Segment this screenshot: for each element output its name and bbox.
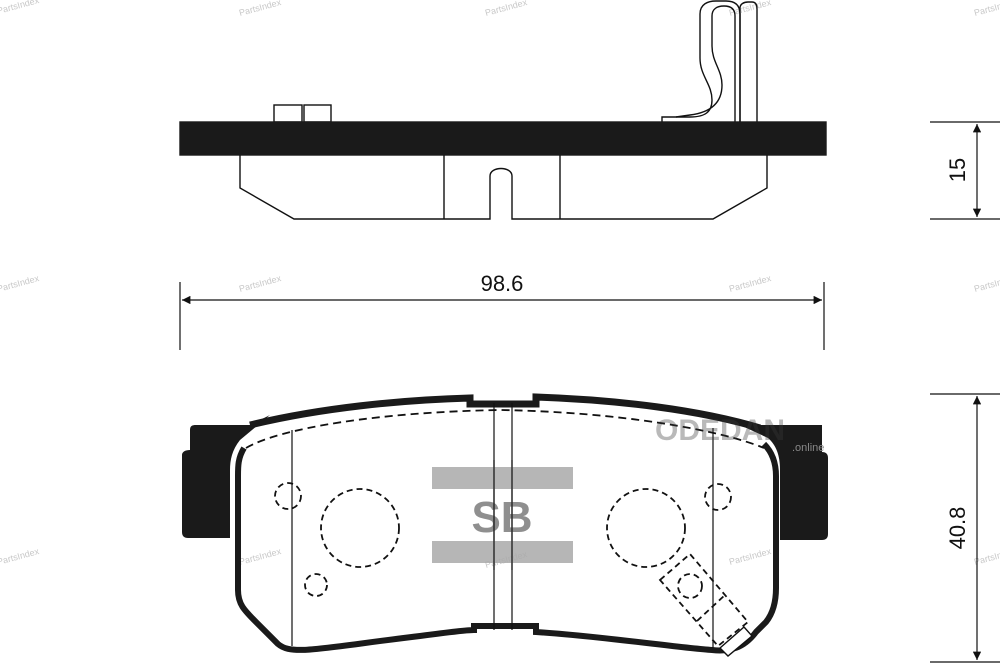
backing-ear-right [740,425,828,540]
spring-clip-icon [661,0,758,122]
dimension-height-label: 40.8 [945,507,970,550]
wear-line [245,409,765,449]
dimension-thickness-label: 15 [945,158,970,182]
dimension-thickness [930,121,1000,220]
tab [303,104,332,123]
wear-sensor-tab [718,626,754,657]
side-view [179,0,827,220]
pin-hole-icon [677,573,703,599]
overlay-sub-text: .online [792,442,824,454]
wear-sensor-outline [658,552,750,648]
pad-outline-top [249,393,762,432]
friction-material [239,155,768,220]
watermark: PartsIndex [0,273,41,294]
watermark: PartsIndex [973,273,1000,294]
dimension-height [930,393,1000,663]
piston-circle-icon [606,488,686,568]
logo-text: SB [471,493,532,542]
watermark: PartsIndex [238,273,283,294]
overlay-watermark: ODEDAN .online [655,414,824,454]
watermark: PartsIndex [0,546,41,567]
watermark: PartsIndex [728,546,773,567]
overlay-brand-text: ODEDAN [655,414,785,447]
watermark: PartsIndex [973,0,1000,18]
watermark: PartsIndex [238,546,283,567]
piston-circle-icon [320,488,400,568]
front-view [182,393,828,657]
logo-bar-bottom [432,541,573,563]
watermark: PartsIndex [484,0,529,18]
pad-outline-body [235,441,779,654]
watermark: PartsIndex [728,273,773,294]
pin-hole-icon [304,573,328,597]
pin-hole-icon [274,482,302,510]
dimension-width-label: 98.6 [481,271,524,296]
watermark: PartsIndex [238,0,283,18]
watermark: PartsIndex [0,0,41,16]
sb-logo: SB [432,460,573,570]
pin-hole-icon [704,483,732,511]
backing-ear-left [182,415,270,538]
logo-bar-top [432,467,573,489]
tab [273,104,303,123]
dimension-width [179,282,825,350]
backing-plate [179,121,827,156]
